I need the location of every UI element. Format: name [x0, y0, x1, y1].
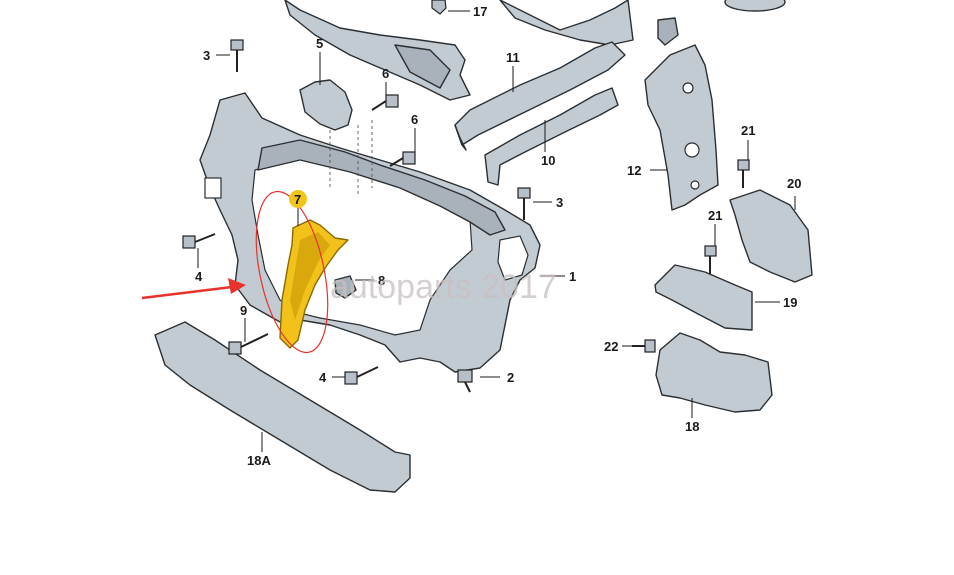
latch-bracket-5: [299, 79, 353, 131]
callout-21-lower: 21: [708, 208, 722, 223]
front-panel-1: [199, 92, 541, 373]
bolt-9: [228, 333, 269, 355]
bolt-21-upper: [737, 159, 750, 188]
bolt-4-left: [182, 233, 216, 249]
bolt-22: [632, 339, 656, 353]
callout-4-left: 4: [195, 269, 203, 284]
callout-11: 11: [506, 50, 520, 65]
mounting-rail-11: [454, 41, 626, 146]
bolt-6-upper: [371, 94, 399, 111]
callout-18: 18: [685, 419, 699, 434]
callout-2: 2: [507, 370, 514, 385]
callout-6-lower: 6: [411, 112, 418, 127]
rail-11-edge: [454, 124, 467, 151]
clip-8: [334, 275, 357, 299]
mounting-rail-10: [484, 87, 619, 186]
callout-9: 9: [240, 303, 247, 318]
callout-1: 1: [569, 269, 576, 284]
callout-7: 7: [294, 192, 301, 207]
callout-badge-7: [289, 190, 307, 208]
callout-18a: 18A: [247, 453, 271, 468]
watermark: autoparts 2017: [330, 268, 557, 306]
callout-12: 12: [627, 163, 641, 178]
air-guide-19: [654, 264, 753, 331]
callout-4-lower: 4: [319, 370, 327, 385]
upper-panel-flange: [394, 44, 451, 89]
callout-6-upper: 6: [382, 66, 389, 81]
bolt-3-left: [230, 39, 244, 72]
bolt-6-lower: [389, 151, 416, 167]
callout-3-right: 3: [556, 195, 563, 210]
member-hole-2: [684, 142, 700, 158]
panel-right-hole: [497, 235, 529, 281]
panel-side-hole: [204, 177, 222, 199]
callout-21-upper: 21: [741, 123, 755, 138]
lower-cover-18a: [154, 321, 411, 493]
callout-5: 5: [316, 36, 323, 51]
round-part-top: [724, 0, 786, 12]
guide-20: [729, 189, 813, 283]
member-hole-3: [690, 180, 700, 190]
callout-8: 8: [378, 273, 385, 288]
highlight-ellipse: [255, 190, 329, 354]
callout-19: 19: [783, 295, 797, 310]
air-duct-18: [655, 332, 773, 413]
callout-3-left: 3: [203, 48, 210, 63]
callout-10: 10: [541, 153, 555, 168]
bolt-3-right: [517, 187, 531, 220]
bolt-21-lower: [704, 245, 717, 274]
callout-20: 20: [787, 176, 801, 191]
red-arrow: [141, 278, 246, 300]
member-hole-1: [682, 82, 694, 94]
side-member-12: [644, 44, 719, 211]
bolt-4-lower: [344, 366, 379, 385]
wheel-arch-top: [499, 0, 634, 46]
callout-17: 17: [473, 4, 487, 19]
bolt-2: [457, 369, 473, 393]
clip-17: [431, 0, 447, 15]
member-top-tab: [657, 17, 679, 46]
highlighted-bracket-7: [279, 219, 349, 349]
callout-22: 22: [604, 339, 618, 354]
